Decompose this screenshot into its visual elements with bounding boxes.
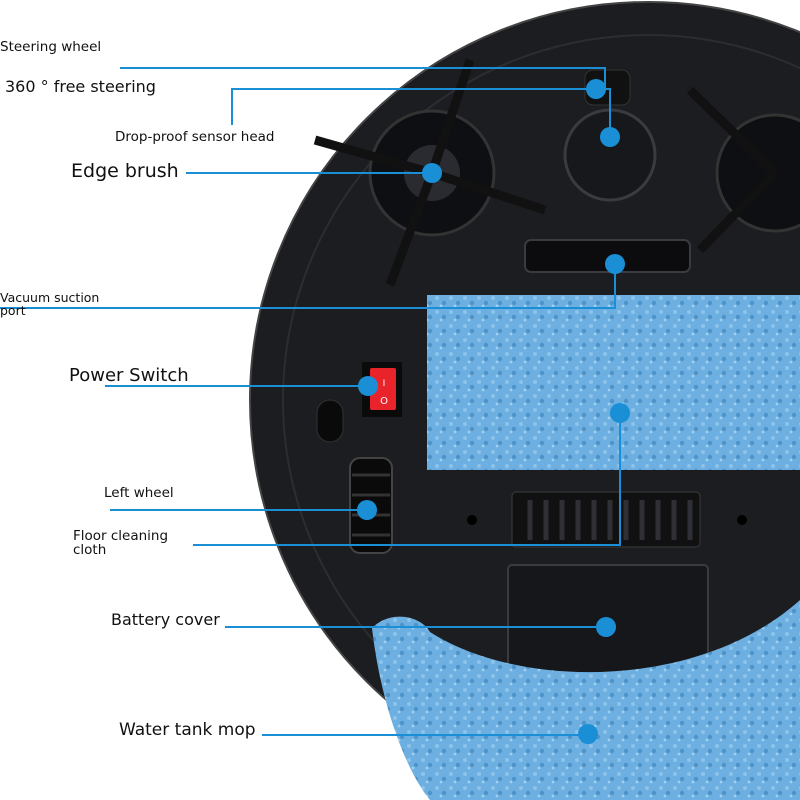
label-battery-cover: Battery cover — [111, 610, 220, 629]
label-vacuum-line2: port — [0, 303, 26, 319]
switch-off-mark: O — [380, 396, 388, 407]
label-vacuum-line1: Vacuum suction — [0, 290, 100, 305]
label-left-wheel: Left wheel — [104, 485, 174, 501]
vacuum-port — [524, 239, 691, 273]
label-drop-sensor: Drop-proof sensor head — [115, 129, 275, 145]
dot-mop — [578, 724, 598, 744]
label-edge-brush: Edge brush — [71, 160, 179, 182]
edge-brush-right — [686, 86, 800, 254]
dot-power-switch — [358, 376, 378, 396]
label-cloth-line1: Floor cleaning — [73, 528, 169, 544]
dot-steering-wheel — [586, 79, 606, 99]
floor-cleaning-cloth — [427, 295, 800, 470]
callout-line-cloth — [193, 413, 621, 546]
callout-line-steering-wheel — [120, 67, 606, 89]
dot-cloth — [610, 403, 630, 423]
switch-on-mark: I — [383, 379, 386, 389]
vent-grille — [467, 491, 747, 548]
dot-edge-brush — [422, 163, 442, 183]
dot-battery — [596, 617, 616, 637]
label-vacuum-suction-port: Vacuum suction port — [0, 291, 99, 317]
callout-lines — [0, 67, 621, 736]
label-free-steering: 360 ° free steering — [5, 77, 156, 96]
label-floor-cleaning-cloth: Floor cleaning cloth — [73, 528, 169, 559]
callout-line-vacuum — [0, 264, 616, 309]
water-tank-mop-part — [372, 600, 800, 800]
dot-drop-sensor — [600, 127, 620, 147]
callout-dots — [357, 79, 630, 744]
label-cloth-line2: cloth — [73, 542, 107, 559]
dot-vacuum — [605, 254, 625, 274]
label-water-tank-mop: Water tank mop — [119, 720, 256, 740]
label-power-switch: Power Switch — [69, 365, 189, 386]
dot-left-wheel — [357, 500, 377, 520]
label-steering-wheel: Steering wheel — [0, 39, 102, 55]
callout-line-drop-sensor — [231, 88, 611, 137]
